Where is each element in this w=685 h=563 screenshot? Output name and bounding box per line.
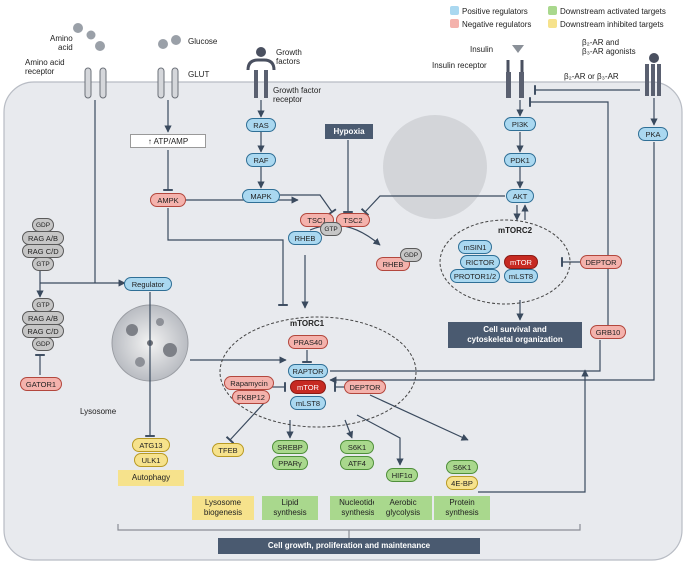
output-atg13: ATG13 bbox=[132, 438, 170, 452]
gator1-node: GATOR1 bbox=[20, 377, 62, 391]
hypoxia-box: Hypoxia bbox=[325, 124, 373, 139]
rag-gtp-bottom: GTP bbox=[32, 298, 54, 312]
output-hif1a: HIF1α bbox=[386, 468, 418, 482]
ras-node: RAS bbox=[246, 118, 276, 132]
label-growth-factors: Growth factors bbox=[276, 48, 302, 66]
label-beta-ar: β₂-AR or β₃-AR bbox=[564, 72, 619, 81]
output-atf4: ATF4 bbox=[340, 456, 374, 470]
rag-gdp-top: GDP bbox=[32, 218, 54, 232]
label-glucose: Glucose bbox=[188, 37, 218, 46]
output-aerobic-glycolysis: Aerobic glycolysis bbox=[374, 496, 432, 520]
bottom-output-box: Cell growth, proliferation and maintenan… bbox=[218, 538, 480, 554]
raf-node: RAF bbox=[246, 153, 276, 167]
rag-gtp-top: GTP bbox=[32, 257, 54, 271]
rag-ab-bottom: RAG A/B bbox=[22, 311, 64, 325]
output-pparg: PPARγ bbox=[272, 456, 308, 470]
mtorc1-fkbp12: FKBP12 bbox=[232, 390, 270, 404]
output-lysosome-biogenesis: Lysosome biogenesis bbox=[192, 496, 254, 520]
legend-activated: Downstream activated targets bbox=[548, 6, 666, 17]
mtorc1-complex bbox=[219, 316, 417, 428]
label-insulin-receptor: Insulin receptor bbox=[432, 61, 487, 70]
mtorc1-mtor: mTOR bbox=[290, 380, 326, 394]
mtorc2-protor: PROTOR1/2 bbox=[450, 269, 500, 283]
rheb-gdp: GDP bbox=[400, 248, 422, 262]
mtorc2-rictor: RICTOR bbox=[460, 255, 500, 269]
mtorc2-deptor: DEPTOR bbox=[580, 255, 622, 269]
pka-node: PKA bbox=[638, 127, 668, 141]
grb10-node: GRB10 bbox=[590, 325, 626, 339]
output-s6k1-a: S6K1 bbox=[340, 440, 374, 454]
rheb-gtp: GTP bbox=[320, 222, 342, 236]
rag-gdp-bottom: GDP bbox=[32, 337, 54, 351]
legend-inhibited: Downstream inhibited targets bbox=[548, 19, 664, 30]
mtorc2-mtor: mTOR bbox=[504, 255, 538, 269]
rag-ab-top: RAG A/B bbox=[22, 231, 64, 245]
output-protein-synthesis-label: Protein synthesis bbox=[445, 498, 479, 517]
output-lipid-synthesis: Lipid synthesis bbox=[262, 496, 318, 520]
mtorc1-title: mTORC1 bbox=[290, 319, 325, 328]
mtorc1-rapamycin: Rapamycin bbox=[224, 376, 274, 390]
legend-positive: Positive regulators bbox=[450, 6, 528, 17]
mtorc2-output-box: Cell survival and cytoskeletal organizat… bbox=[448, 322, 582, 348]
label-amino-acid-receptor: Amino acid receptor bbox=[25, 58, 65, 76]
label-growth-factor-receptor: Growth factor receptor bbox=[273, 86, 322, 104]
mtorc1-raptor: RAPTOR bbox=[288, 364, 328, 378]
rheb-active-node: RHEB bbox=[288, 231, 322, 245]
mtorc2-mlst8: mLST8 bbox=[504, 269, 538, 283]
output-tfeb: TFEB bbox=[212, 443, 244, 457]
pi3k-node: PI3K bbox=[504, 117, 536, 131]
label-insulin: Insulin bbox=[470, 45, 494, 54]
mtorc1-deptor: DEPTOR bbox=[344, 380, 386, 394]
rag-cd-top: RAG C/D bbox=[22, 244, 64, 258]
mapk-node: MAPK bbox=[242, 189, 280, 203]
mtorc1-pras40: PRAS40 bbox=[288, 335, 328, 349]
label-glut: GLUT bbox=[188, 70, 210, 79]
mtorc2-msin1: mSIN1 bbox=[458, 240, 492, 254]
rheb-inactive-node: RHEB bbox=[376, 257, 410, 271]
nucleus bbox=[383, 115, 487, 219]
label-lysosome: Lysosome bbox=[80, 407, 117, 416]
label-amino-acid: Amino acid bbox=[50, 34, 73, 52]
tsc2-node: TSC2 bbox=[336, 213, 370, 227]
rag-cd-bottom: RAG C/D bbox=[22, 324, 64, 338]
output-4ebp: 4E-BP bbox=[446, 476, 478, 490]
output-autophagy: Autophagy bbox=[118, 470, 184, 486]
mtorc2-complex bbox=[439, 219, 571, 305]
cell-membrane bbox=[3, 81, 683, 561]
label-beta-ar-agonists: β₂-AR and β₃-AR agonists bbox=[582, 38, 636, 56]
output-protein-synthesis-box: Protein synthesis bbox=[434, 496, 490, 520]
atp-amp-box: ↑ ATP/AMP bbox=[130, 134, 206, 148]
mtorc1-mlst8: mLST8 bbox=[290, 396, 326, 410]
output-srebp: SREBP bbox=[272, 440, 308, 454]
ampk-node: AMPK bbox=[150, 193, 186, 207]
akt-node: AKT bbox=[506, 189, 534, 203]
pdk1-node: PDK1 bbox=[504, 153, 536, 167]
output-s6k1-b: S6K1 bbox=[446, 460, 478, 474]
legend-negative: Negative regulators bbox=[450, 19, 531, 30]
regulator-node: Regulator bbox=[124, 277, 172, 291]
output-ulk1: ULK1 bbox=[134, 453, 168, 467]
mtorc2-title: mTORC2 bbox=[498, 226, 533, 235]
